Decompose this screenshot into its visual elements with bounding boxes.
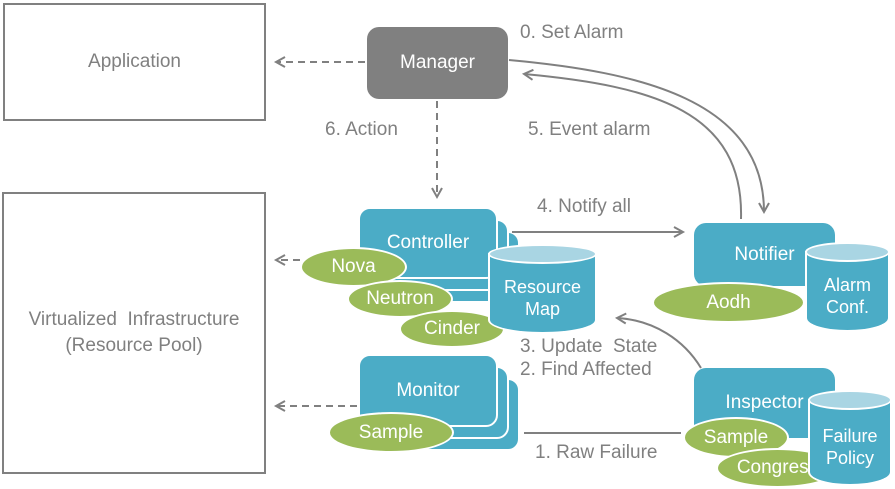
resource-map-cylinder: Resource Map [488,244,597,334]
aodh-plugin-ellipse: Aodh [652,282,805,323]
alarm-conf-cylinder-top [805,242,890,262]
failure-policy-label: Failure Policy [808,412,892,484]
failure-policy-cylinder-body [808,399,892,486]
alarm-conf-label-line1: Alarm [823,275,871,296]
neutron-label: Neutron [366,288,434,309]
failure-policy-cylinder: Failure Policy [808,390,892,486]
monitor-sample-label: Sample [358,421,424,443]
resource-map-label: Resource Map [488,266,597,332]
step-label-raw-failure: 1. Raw Failure [535,442,658,463]
step-label-update-state: 3. Update State [520,336,658,357]
failure-policy-label-line2: Policy [825,448,874,468]
congress-label: Congress [736,457,819,478]
virtualized-infrastructure-box: Virtualized Infrastructure (Resource Poo… [2,192,266,474]
resource-map-label-line1: Resource [503,277,582,298]
resource-map-cylinder-top [488,244,597,264]
failure-policy-label-line1: Failure [822,426,878,447]
cinder-label: Cinder [424,318,480,339]
virtualized-infrastructure-label-line2: (Resource Pool) [65,335,203,356]
controller-label: Controller [386,232,470,253]
nova-label: Nova [331,256,376,277]
step-label-action: 6. Action [325,119,398,140]
manager-label: Manager [400,52,475,73]
step-label-find-affected: 2. Find Affected [520,359,652,380]
step-label-notify-all: 4. Notify all [537,196,631,217]
manager-node: Manager [367,27,508,99]
controller-node: Controller [358,207,498,279]
monitor-sample-plugin-ellipse: Sample [328,412,454,453]
aodh-label: Aodh [706,291,751,313]
alarm-conf-cylinder: Alarm Conf. [805,242,890,332]
monitor-label: Monitor [396,379,460,401]
step-label-set-alarm: 0. Set Alarm [520,22,624,43]
virtualized-infrastructure-label-line1: Virtualized Infrastructure [28,309,240,331]
inspector-sample-label: Sample [703,426,769,448]
inspector-label: Inspector [725,392,804,413]
application-box: Application [3,3,266,121]
notifier-label: Notifier [734,243,795,265]
alarm-conf-label-line2: Conf. [825,297,870,317]
step-label-event-alarm: 5. Event alarm [528,119,651,140]
failure-policy-cylinder-top [808,390,892,410]
alarm-conf-cylinder-body [805,251,890,332]
alarm-conf-label: Alarm Conf. [805,264,890,330]
resource-map-label-line2: Map [524,299,560,319]
application-label: Application [88,51,181,73]
resource-map-cylinder-body [488,253,597,334]
